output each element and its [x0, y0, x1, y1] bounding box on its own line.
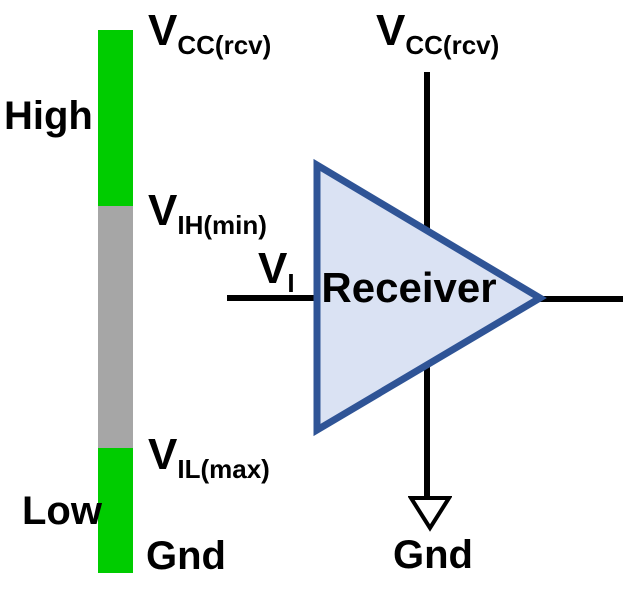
receiver-triangle-icon: [313, 158, 547, 437]
vil-max-scale-label: VIL(max): [148, 430, 270, 484]
input-voltage-label: VI: [258, 244, 295, 298]
vcc-scale-subscript: CC(rcv): [177, 30, 272, 60]
high-label: High: [4, 94, 93, 138]
low-label: Low: [22, 489, 102, 533]
receiver-vcc-symbol: V: [376, 6, 406, 55]
gnd-scale-label: Gnd: [146, 534, 226, 578]
receiver-label: Receiver: [321, 264, 497, 311]
undefined-region-bar: [98, 206, 133, 448]
vi-symbol: V: [258, 244, 288, 293]
vil-scale-subscript: IL(max): [177, 454, 270, 484]
vcc-scale-symbol: V: [148, 6, 178, 55]
receiver-vcc-label: VCC(rcv): [376, 6, 500, 60]
input-wire: [227, 295, 318, 301]
ground-wire: [424, 362, 430, 500]
vil-scale-symbol: V: [148, 430, 178, 479]
receiver-gnd-label: Gnd: [393, 533, 473, 577]
vih-scale-subscript: IH(min): [177, 210, 267, 240]
output-wire: [540, 296, 623, 302]
vi-subscript: I: [287, 268, 295, 298]
high-region-bar: [98, 30, 133, 206]
vcc-supply-wire: [424, 72, 430, 236]
vih-scale-symbol: V: [148, 186, 178, 235]
receiver-vcc-subscript: CC(rcv): [405, 30, 500, 60]
ground-arrowhead-icon: [408, 496, 452, 532]
vcc-rcv-scale-label: VCC(rcv): [148, 6, 272, 60]
vih-min-scale-label: VIH(min): [148, 186, 267, 240]
low-region-bar: [98, 448, 133, 573]
